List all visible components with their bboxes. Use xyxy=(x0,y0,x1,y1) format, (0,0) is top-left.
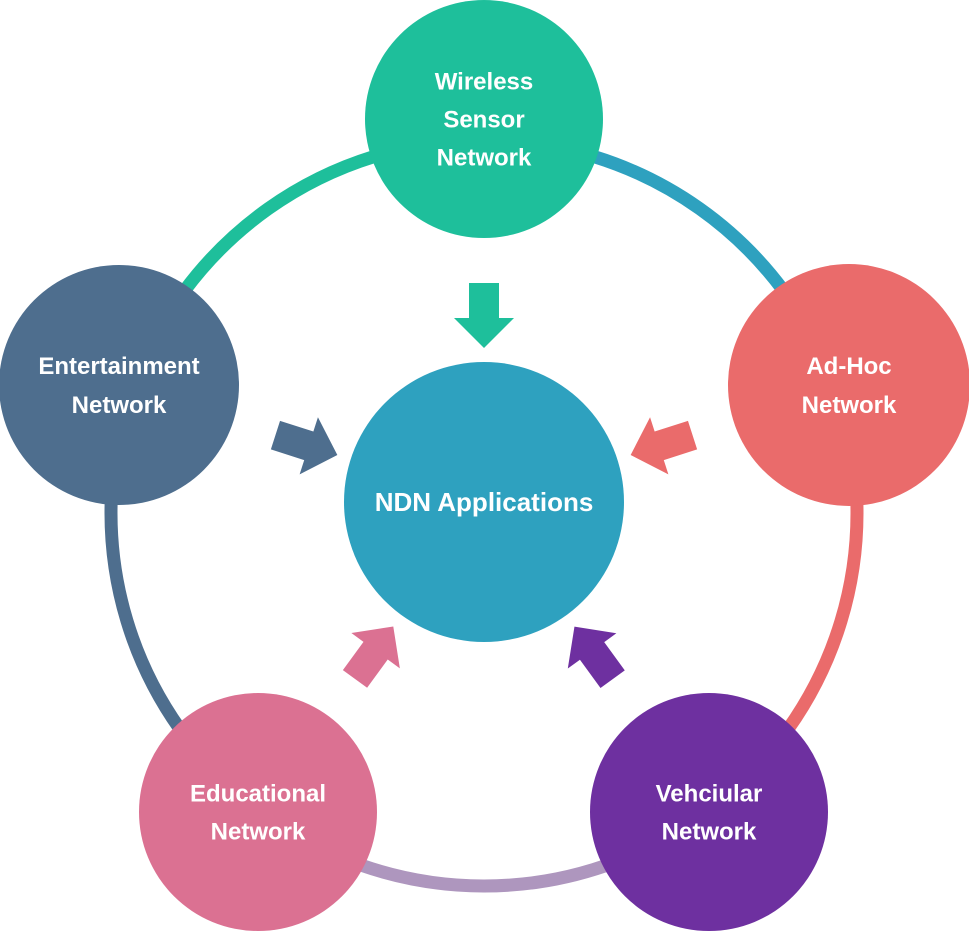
ad-hoc-circle xyxy=(728,264,969,506)
center-label: NDN Applications xyxy=(375,487,594,517)
vehciular-circle xyxy=(590,693,828,931)
wireless-sensor-label-line: Wireless xyxy=(435,68,534,95)
vehciular-label-line: Network xyxy=(662,818,757,845)
wireless-sensor-arrow xyxy=(454,283,514,348)
vehciular-arrow xyxy=(567,626,625,689)
wireless-sensor-label-line: Sensor xyxy=(443,106,524,133)
wireless-sensor-circle xyxy=(365,0,603,238)
educational-circle xyxy=(139,693,377,931)
entertainment-circle xyxy=(0,265,239,505)
arrows-to-center xyxy=(270,283,698,689)
wireless-sensor-label-line: Network xyxy=(437,144,532,171)
educational-label-line: Network xyxy=(211,818,306,845)
ad-hoc-label-line: Ad-Hoc xyxy=(806,353,891,380)
ad-hoc-label-line: Network xyxy=(802,392,897,419)
educational-label-line: Educational xyxy=(190,780,326,807)
entertainment-arrow xyxy=(270,417,338,475)
center-circle xyxy=(344,362,624,642)
center-node: NDN Applications xyxy=(344,362,624,642)
entertainment-label-line: Entertainment xyxy=(38,353,199,380)
ad-hoc-arrow xyxy=(630,417,698,475)
vehciular-label-line: Vehciular xyxy=(656,780,763,807)
educational-arrow xyxy=(342,626,400,688)
entertainment-label-line: Network xyxy=(72,392,167,419)
